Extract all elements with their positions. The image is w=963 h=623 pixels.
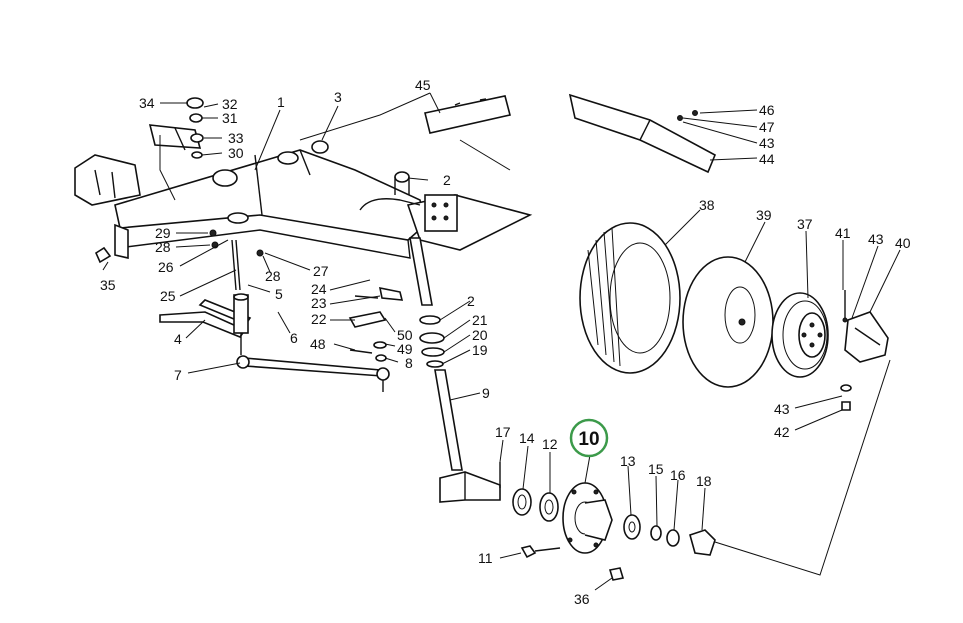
part-label-36: 36 xyxy=(574,591,590,607)
part-label-20: 20 xyxy=(472,327,488,343)
hardware-left xyxy=(94,97,410,291)
part-label-28-right: 28 xyxy=(265,268,281,284)
part-label-6: 6 xyxy=(290,330,298,346)
rim-half-outer xyxy=(840,290,889,411)
part-label-43-right: 43 xyxy=(868,231,884,247)
part-label-9: 9 xyxy=(482,385,490,401)
part-label-1: 1 xyxy=(277,94,285,110)
part-label-35: 35 xyxy=(100,277,116,293)
part-label-45: 45 xyxy=(415,77,431,93)
part-label-28-left: 28 xyxy=(155,239,171,255)
part-label-13: 13 xyxy=(620,453,636,469)
part-label-47: 47 xyxy=(759,119,775,135)
part-label-50: 50 xyxy=(397,327,413,343)
drawing-parts xyxy=(74,93,889,581)
part-label-42: 42 xyxy=(774,424,790,440)
inner-tube xyxy=(682,256,774,388)
part-label-19: 19 xyxy=(472,342,488,358)
part-label-40: 40 xyxy=(895,235,911,251)
part-label-34: 34 xyxy=(139,95,155,111)
part-label-43-lower: 43 xyxy=(774,401,790,417)
part-label-49: 49 xyxy=(397,341,413,357)
part-label-30: 30 xyxy=(228,145,244,161)
part-label-23: 23 xyxy=(311,295,327,311)
part-label-32: 32 xyxy=(222,96,238,112)
part-label-33: 33 xyxy=(228,130,244,146)
part-label-17: 17 xyxy=(495,424,511,440)
part-label-7: 7 xyxy=(174,367,182,383)
part-label-16: 16 xyxy=(670,467,686,483)
part-label-43-upper: 43 xyxy=(759,135,775,151)
part-label-29: 29 xyxy=(155,225,171,241)
axle-frame xyxy=(74,124,533,260)
spindle xyxy=(348,237,501,503)
part-label-37: 37 xyxy=(797,216,813,232)
highlight-callout[interactable]: 10 xyxy=(569,418,609,458)
part-label-12: 12 xyxy=(542,436,558,452)
part-label-14: 14 xyxy=(519,430,535,446)
rim-half xyxy=(771,292,829,378)
part-label-41: 41 xyxy=(835,225,851,241)
part-label-39: 39 xyxy=(756,207,772,223)
upper-panels xyxy=(424,93,717,174)
part-label-21: 21 xyxy=(472,312,488,328)
part-label-3: 3 xyxy=(334,89,342,105)
leader-lines xyxy=(102,92,901,591)
part-label-5: 5 xyxy=(275,286,283,302)
part-label-25: 25 xyxy=(160,288,176,304)
part-label-27: 27 xyxy=(313,263,329,279)
part-label-2-right: 2 xyxy=(467,293,475,309)
part-label-46: 46 xyxy=(759,102,775,118)
hub-assembly xyxy=(499,462,716,581)
highlight-label: 10 xyxy=(578,429,599,450)
part-label-44: 44 xyxy=(759,151,775,167)
part-label-11: 11 xyxy=(478,550,493,566)
part-label-8: 8 xyxy=(405,355,413,371)
steering-linkage xyxy=(159,293,390,392)
part-labels: 34 32 31 33 30 1 3 45 2 35 29 28 26 28 2… xyxy=(100,77,911,607)
part-label-18: 18 xyxy=(696,473,712,489)
highlight-circle xyxy=(569,418,609,458)
part-label-2-top: 2 xyxy=(443,172,451,188)
part-label-4: 4 xyxy=(174,331,182,347)
part-label-24: 24 xyxy=(311,281,327,297)
part-label-38: 38 xyxy=(699,197,715,213)
part-label-48: 48 xyxy=(310,336,326,352)
part-label-26: 26 xyxy=(158,259,174,275)
tire xyxy=(579,222,681,374)
part-label-31: 31 xyxy=(222,110,238,126)
part-label-22: 22 xyxy=(311,311,327,327)
part-label-15: 15 xyxy=(648,461,664,477)
